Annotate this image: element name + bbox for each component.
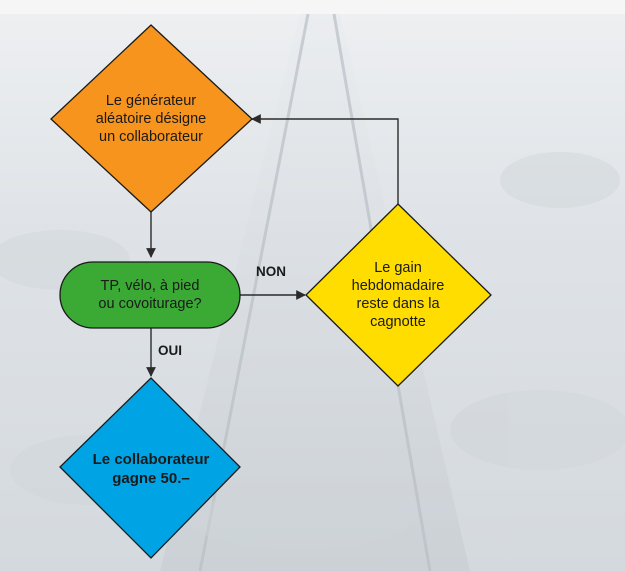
pot-diamond: [305, 203, 492, 387]
win-label: Le collaborateur gagne 50.–: [92, 451, 210, 487]
yes-edge-label: OUI: [158, 343, 183, 358]
arrow-pot-to-generator: [251, 114, 399, 204]
generator-diamond: [50, 24, 253, 213]
question-pill: [59, 261, 241, 329]
win-diamond: [59, 377, 241, 559]
generator-label: Le générateur aléatoire désigne un colla…: [95, 93, 207, 145]
pot-label: Le gain hebdomadaire reste dans la cagno…: [351, 260, 445, 330]
no-edge-label: NON: [256, 264, 286, 279]
question-label: TP, vélo, à pied ou covoiturage?: [98, 278, 202, 312]
